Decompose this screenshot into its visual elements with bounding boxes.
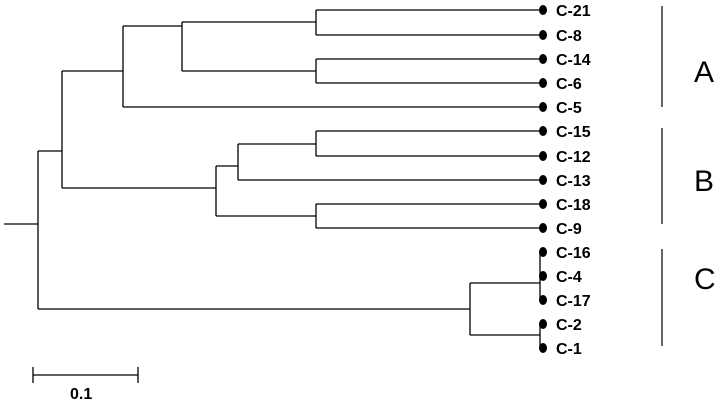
scale-bar-label: 0.1 [70, 386, 92, 403]
leaf-label: C-13 [556, 173, 591, 190]
group-b-label: B [694, 165, 714, 198]
group-c-label: C [694, 263, 716, 296]
leaf-label: C-21 [556, 3, 591, 20]
leaf-label: C-6 [556, 76, 582, 93]
group-a-label: A [694, 56, 714, 89]
leaf-label: C-14 [556, 52, 591, 69]
leaf-marker [539, 151, 547, 161]
leaf-marker [539, 271, 547, 281]
leaf-marker [539, 5, 547, 15]
leaf-label: C-18 [556, 197, 591, 214]
leaf-marker [539, 126, 547, 136]
tree-leaves: C-21C-8C-14C-6C-5C-15C-12C-13C-18C-9C-16… [539, 3, 591, 358]
leaf-label: C-17 [556, 293, 591, 310]
leaf-marker [539, 175, 547, 185]
leaf-marker [539, 319, 547, 329]
leaf-marker [539, 30, 547, 40]
leaf-marker [539, 223, 547, 233]
scale-bar: 0.1 [32, 367, 139, 403]
leaf-marker [539, 247, 547, 257]
leaf-label: C-5 [556, 100, 582, 117]
leaf-label: C-9 [556, 221, 582, 238]
tree-branches [4, 9, 541, 348]
leaf-marker [539, 78, 547, 88]
leaf-label: C-4 [556, 269, 582, 286]
leaf-label: C-2 [556, 317, 582, 334]
leaf-marker [539, 102, 547, 112]
leaf-marker [539, 199, 547, 209]
leaf-label: C-12 [556, 149, 591, 166]
leaf-marker [539, 343, 547, 353]
group-brackets: A B C [661, 6, 716, 346]
leaf-label: C-1 [556, 341, 582, 358]
leaf-label: C-15 [556, 124, 591, 141]
leaf-label: C-8 [556, 28, 582, 45]
leaf-marker [539, 295, 547, 305]
leaf-label: C-16 [556, 245, 591, 262]
leaf-marker [539, 54, 547, 64]
